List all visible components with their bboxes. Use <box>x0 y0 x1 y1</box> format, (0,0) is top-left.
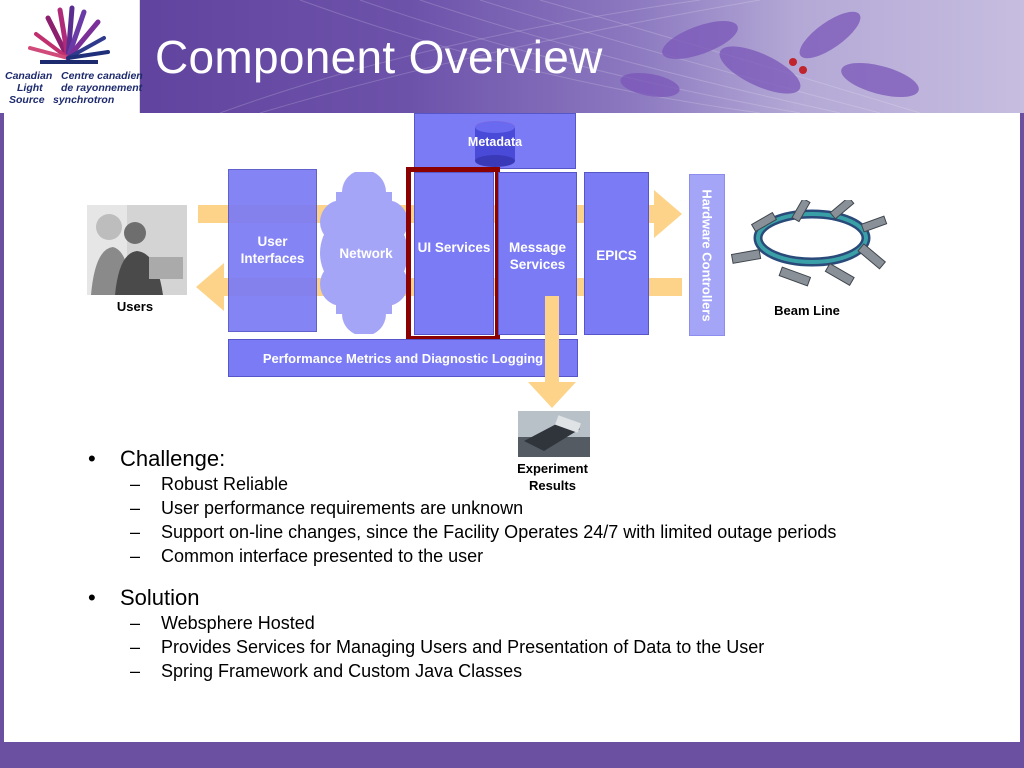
solution-item: –Websphere Hosted <box>130 613 315 633</box>
epics-box: EPICS <box>584 172 649 335</box>
network-cloud <box>320 172 408 334</box>
challenge-item: –Robust Reliable <box>130 474 289 494</box>
network-label: Network <box>339 246 393 261</box>
csl-logo: Canadian Centre canadien Light de rayonn… <box>0 0 143 113</box>
metadata-box: Metadata <box>414 113 576 169</box>
slide-title: Component Overview <box>155 31 603 83</box>
solution-heading: Solution <box>88 585 988 611</box>
banner-decoration <box>219 0 921 113</box>
performance-logging-box: Performance Metrics and Diagnostic Loggi… <box>228 339 578 377</box>
response-arrow-head <box>196 263 224 311</box>
challenge-item: –Common interface presented to the user <box>130 546 484 566</box>
message-services-box: Message Services <box>498 172 577 335</box>
users-photo <box>87 205 187 295</box>
challenge-heading: Challenge: <box>88 446 988 472</box>
maple-leaf-logo-icon <box>28 5 110 64</box>
header-banner: Component Overview Canadian <box>0 0 1024 113</box>
results-arrow <box>545 296 559 382</box>
ui-services-box: UI Services <box>414 172 494 335</box>
metadata-label: Metadata <box>467 135 523 149</box>
logo-wordmark: Canadian Centre canadien Light de rayonn… <box>5 70 143 106</box>
hardware-controllers-box: Hardware Controllers <box>689 174 725 336</box>
user-interfaces-box: User Interfaces <box>228 169 317 332</box>
challenge-item: –User performance requirements are unkno… <box>130 498 524 518</box>
solution-item: –Provides Services for Managing Users an… <box>130 637 765 657</box>
database-icon <box>475 121 515 167</box>
solution-item: –Spring Framework and Custom Java Classe… <box>130 661 523 681</box>
beam-line-label: Beam Line <box>774 303 840 318</box>
ui-services-highlight <box>406 167 500 341</box>
protein-ribbon-icon <box>620 11 919 98</box>
bullet-list: Challenge: –Robust Reliable –User perfor… <box>88 446 988 683</box>
challenge-item: –Support on-line changes, since the Faci… <box>130 522 837 542</box>
results-arrow-head <box>528 382 576 408</box>
beam-line-image <box>730 200 888 287</box>
footer-bar <box>0 742 1024 768</box>
users-label: Users <box>116 299 154 314</box>
request-arrow-head <box>654 190 682 238</box>
